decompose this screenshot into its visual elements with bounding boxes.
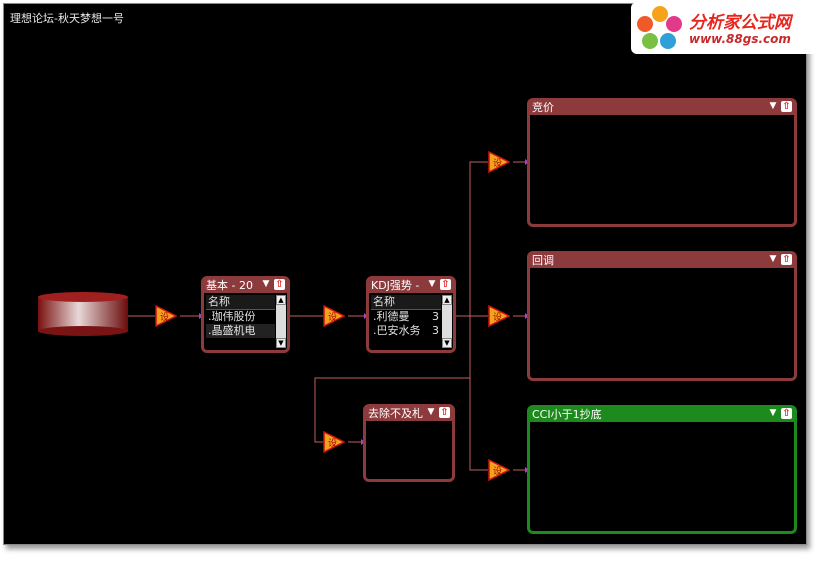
panel-basic[interactable]: 基本 - 20 ▼ ⇧ 名称 .珈伟股份 .晶盛机电 ▲ ▼	[201, 276, 290, 353]
stock-name: .利德曼	[373, 310, 410, 323]
scroll-up-icon[interactable]: ▲	[276, 295, 286, 305]
list-item[interactable]: .巴安水务 3	[371, 324, 441, 338]
filter-node-icon[interactable]: 设	[155, 305, 177, 327]
svg-text:设: 设	[493, 312, 502, 323]
list-item[interactable]: .珈伟股份	[208, 310, 256, 323]
up-arrow-icon[interactable]: ⇧	[274, 279, 285, 290]
dropdown-icon[interactable]: ▼	[769, 408, 777, 418]
stock-list: 名称 .利德曼 3 .巴安水务 3	[371, 295, 441, 348]
filter-node-icon[interactable]: 设	[323, 305, 345, 327]
up-arrow-icon[interactable]: ⇧	[781, 408, 792, 419]
flower-logo-icon	[637, 6, 682, 49]
list-item[interactable]: .利德曼 3	[371, 310, 441, 324]
dropdown-icon[interactable]: ▼	[262, 279, 270, 289]
svg-text:设: 设	[493, 466, 502, 477]
logo-name: 分析家公式网	[689, 13, 791, 33]
dropdown-icon[interactable]: ▼	[427, 407, 435, 417]
scroll-down-icon[interactable]: ▼	[442, 338, 452, 348]
panel-remove[interactable]: 去除不及札 ▼ ⇧	[363, 404, 455, 482]
panel-title: 去除不及札	[368, 407, 423, 420]
up-arrow-icon[interactable]: ⇧	[781, 101, 792, 112]
data-source-cylinder-icon[interactable]	[38, 292, 128, 336]
filter-node-icon[interactable]: 设	[488, 151, 510, 173]
panel-title: KDJ强势 -	[371, 279, 420, 292]
panel-title: CCI小于1抄底	[532, 408, 602, 421]
up-arrow-icon[interactable]: ⇧	[439, 407, 450, 418]
list-item[interactable]: .晶盛机电	[206, 324, 275, 338]
column-header-name[interactable]: 名称	[371, 295, 441, 310]
stock-value: 3	[432, 310, 439, 323]
filter-node-icon[interactable]: 设	[488, 305, 510, 327]
panel-title: 回调	[532, 254, 554, 267]
scrollbar[interactable]: ▲ ▼	[442, 295, 452, 348]
panel-title: 竞价	[532, 101, 554, 114]
svg-text:设: 设	[160, 312, 169, 323]
dropdown-icon[interactable]: ▼	[769, 101, 777, 111]
dropdown-icon[interactable]: ▼	[428, 279, 436, 289]
svg-text:设: 设	[493, 158, 502, 169]
stock-value: 3	[432, 324, 439, 337]
filter-node-icon[interactable]: 设	[488, 459, 510, 481]
dropdown-icon[interactable]: ▼	[769, 254, 777, 264]
panel-pullback[interactable]: 回调 ▼ ⇧	[527, 251, 797, 381]
panel-bid[interactable]: 竞价 ▼ ⇧	[527, 98, 797, 227]
stock-list: 名称 .珈伟股份 .晶盛机电	[206, 295, 275, 348]
column-header-name[interactable]: 名称	[206, 295, 275, 310]
scroll-down-icon[interactable]: ▼	[276, 338, 286, 348]
panel-cci[interactable]: CCI小于1抄底 ▼ ⇧	[527, 405, 797, 534]
panel-title: 基本 - 20	[206, 279, 253, 292]
panel-kdj[interactable]: KDJ强势 - ▼ ⇧ 名称 .利德曼 3 .巴安水务 3 ▲ ▼	[366, 276, 456, 353]
scrollbar[interactable]: ▲ ▼	[276, 295, 286, 348]
up-arrow-icon[interactable]: ⇧	[440, 279, 451, 290]
window-title: 理想论坛-秋天梦想一号	[10, 12, 124, 25]
filter-node-icon[interactable]: 设	[323, 431, 345, 453]
stock-name: .巴安水务	[373, 324, 421, 337]
up-arrow-icon[interactable]: ⇧	[781, 254, 792, 265]
scroll-up-icon[interactable]: ▲	[442, 295, 452, 305]
site-logo: 分析家公式网 www.88gs.com	[631, 2, 829, 54]
svg-text:设: 设	[328, 312, 337, 323]
svg-text:设: 设	[328, 438, 337, 449]
logo-url: www.88gs.com	[689, 32, 791, 46]
